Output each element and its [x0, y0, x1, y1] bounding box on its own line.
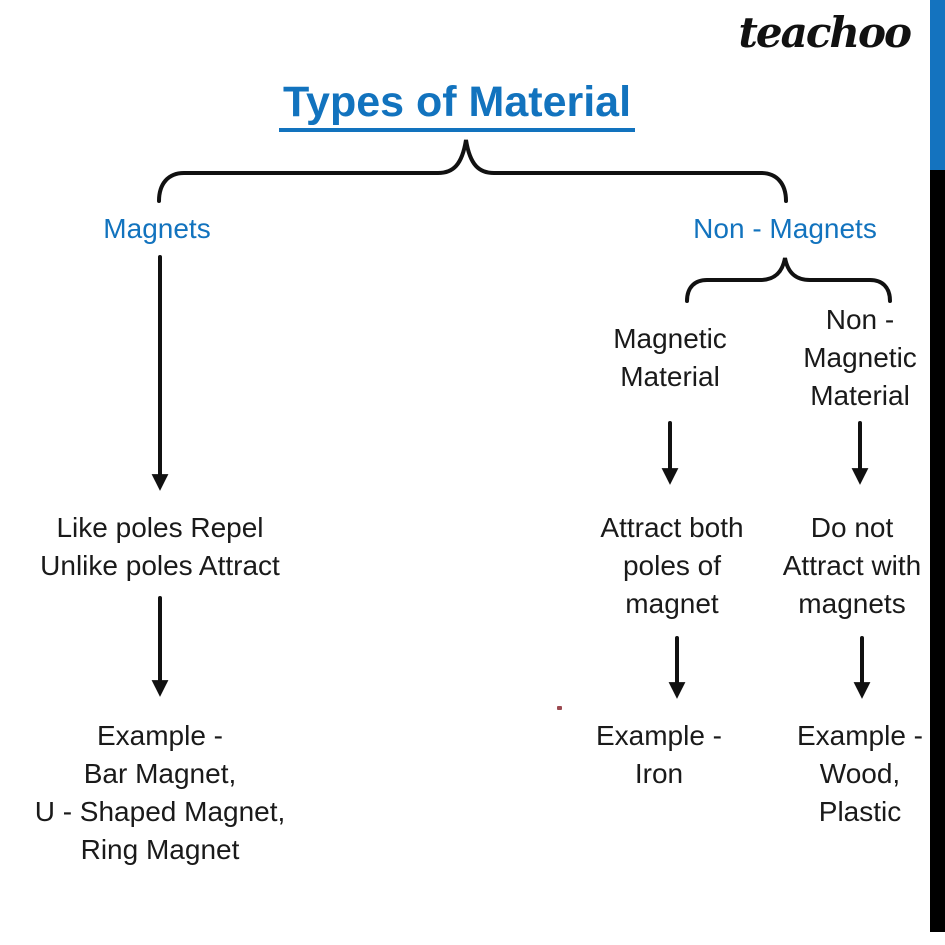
brace-non-magnets — [685, 257, 892, 303]
node-line: Unlike poles Attract — [40, 550, 280, 581]
teachoo-logo: teachoo — [738, 8, 912, 57]
node-line: Attract with — [782, 550, 922, 581]
node-line: Bar Magnet, — [83, 758, 237, 789]
node-line: Material — [810, 380, 910, 411]
node-magnetic-property: Attract both poles of magnet — [560, 509, 784, 623]
node-magnetic-material-label: Magnetic Material — [560, 320, 780, 396]
node-line: Magnetic — [613, 323, 727, 354]
edge-bar-blue — [930, 0, 945, 170]
node-line: Example - — [595, 720, 723, 751]
edge-bar-black — [930, 170, 945, 932]
node-line: Like poles Repel — [56, 512, 264, 543]
node-line: U - Shaped Magnet, — [34, 796, 286, 827]
node-line: poles of — [622, 550, 722, 581]
page-title-text: Types of Material — [278, 79, 636, 132]
node-line: Example - — [796, 720, 924, 751]
node-line: magnet — [625, 588, 719, 619]
node-magnets-property: Like poles Repel Unlike poles Attract — [0, 509, 320, 585]
node-line: Do not — [810, 512, 894, 543]
node-line: Iron — [634, 758, 684, 789]
node-line: magnets — [798, 588, 906, 619]
node-non-magnets-label: Non - Magnets — [693, 213, 877, 244]
node-line: Attract both — [600, 512, 744, 543]
brace-types-of-material — [157, 139, 788, 203]
node-line: Non - — [825, 304, 895, 335]
node-magnetic-example: Example - Iron — [559, 717, 759, 793]
node-magnets-example: Example - Bar Magnet, U - Shaped Magnet,… — [0, 717, 320, 869]
node-magnets-label: Magnets — [103, 213, 211, 244]
node-non-magnetic-material-label: Non - Magnetic Material — [770, 301, 945, 415]
node-line: Plastic — [818, 796, 902, 827]
node-non-magnetic-example: Example - Wood, Plastic — [765, 717, 945, 831]
node-line: Material — [620, 361, 720, 392]
node-line: Wood, — [819, 758, 901, 789]
page-title: Types of Material — [127, 79, 787, 132]
node-non-magnetic-property: Do not Attract with magnets — [755, 509, 945, 623]
node-line: Ring Magnet — [80, 834, 240, 865]
node-line: Example - — [96, 720, 224, 751]
red-speck — [557, 706, 562, 710]
node-line: Magnetic — [803, 342, 917, 373]
